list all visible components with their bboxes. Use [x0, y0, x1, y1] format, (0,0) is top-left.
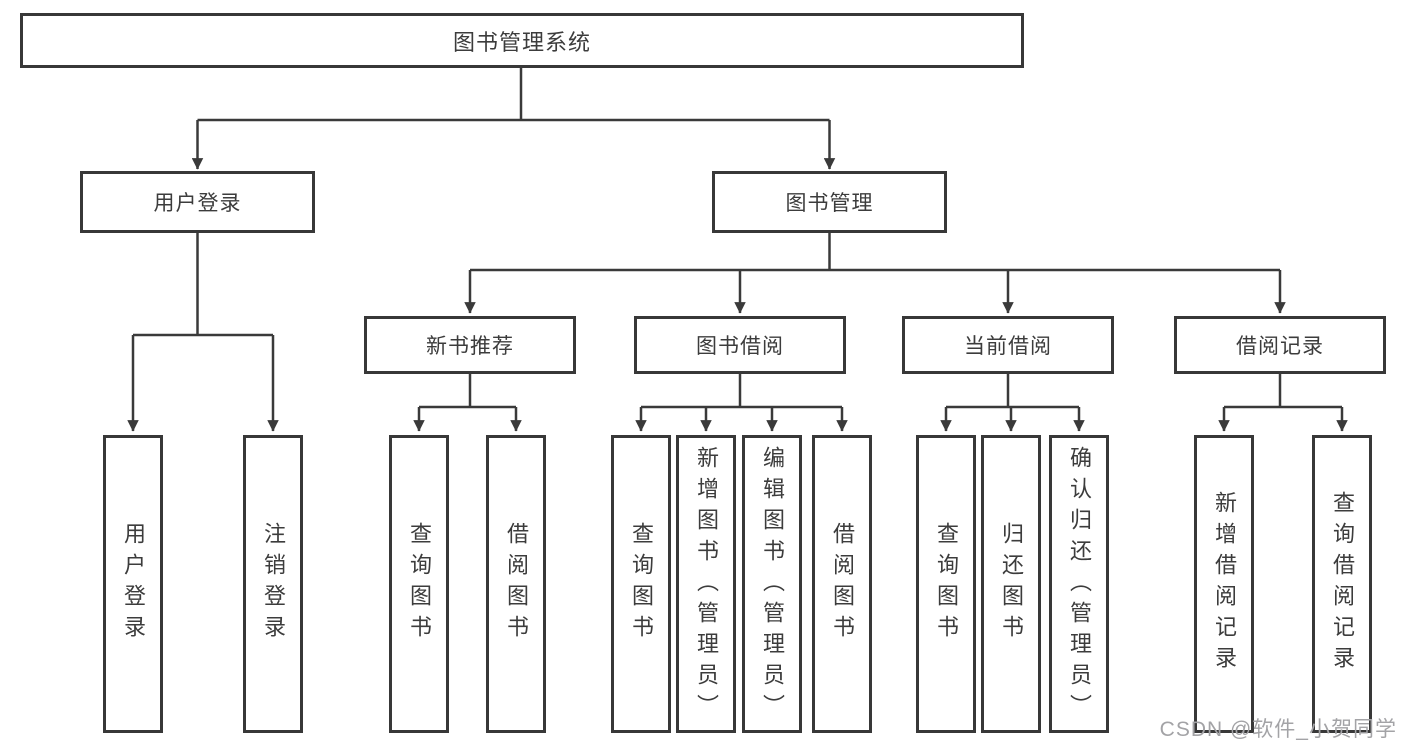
node-current-borrow: 当前借阅	[902, 316, 1114, 374]
leaf-borrow-books-2: 借阅图书	[812, 435, 872, 733]
leaf-confirm-return-admin: 确认归还（管理员）	[1049, 435, 1109, 733]
leaf-add-borrow-record: 新增借阅记录	[1194, 435, 1254, 733]
leaf-return-books: 归还图书	[981, 435, 1041, 733]
edges-user-login-branch	[127, 233, 279, 432]
node-book-borrow: 图书借阅	[634, 316, 846, 374]
leaf-logout: 注销登录	[243, 435, 303, 733]
leaf-query-books-3: 查询图书	[916, 435, 976, 733]
edges-root-to-level2	[191, 68, 836, 170]
leaf-query-books-1: 查询图书	[389, 435, 449, 733]
leaf-borrow-books-1: 借阅图书	[486, 435, 546, 733]
csdn-watermark: CSDN @软件_小贺同学	[1159, 718, 1397, 741]
edges-borrow-records	[1218, 374, 1348, 432]
leaf-edit-books-admin: 编辑图书（管理员）	[742, 435, 802, 733]
leaf-query-borrow-record: 查询借阅记录	[1312, 435, 1372, 733]
node-library-management-system: 图书管理系统	[20, 13, 1024, 68]
leaf-add-books-admin: 新增图书（管理员）	[676, 435, 736, 733]
node-book-management: 图书管理	[712, 171, 947, 233]
node-new-book-recommend: 新书推荐	[364, 316, 576, 374]
edges-new-book-recommend	[413, 374, 522, 432]
edges-book-borrow	[635, 374, 848, 432]
edges-book-management-branch	[464, 233, 1286, 314]
leaf-user-login: 用户登录	[103, 435, 163, 733]
leaf-query-books-2: 查询图书	[611, 435, 671, 733]
node-user-login: 用户登录	[80, 171, 315, 233]
edges-current-borrow	[940, 374, 1085, 432]
node-borrow-records: 借阅记录	[1174, 316, 1386, 374]
